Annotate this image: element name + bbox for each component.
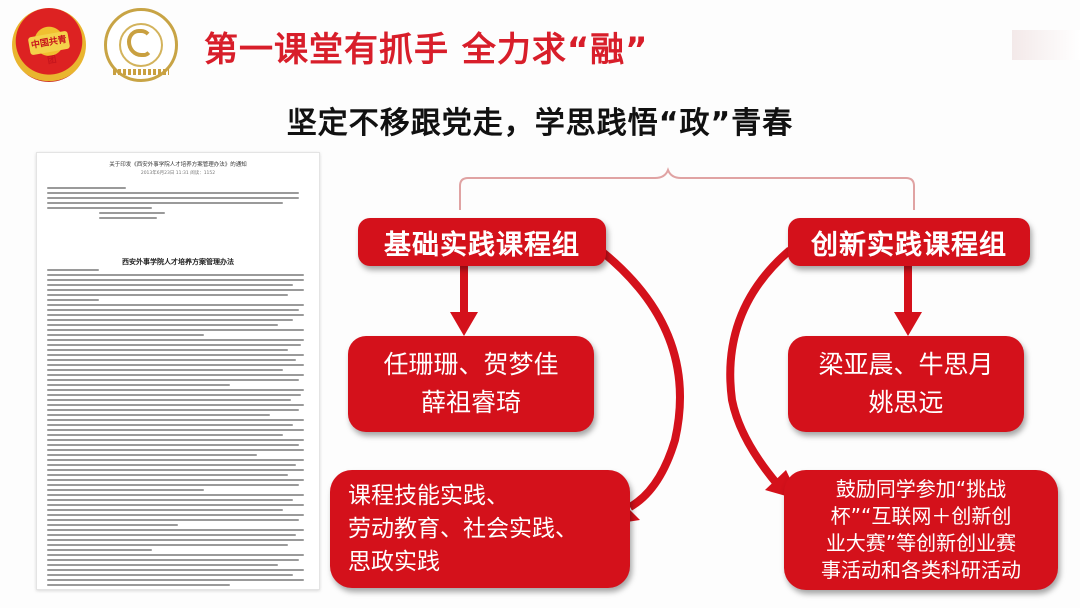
basic-activity-line: 课程技能实践、 (348, 483, 509, 509)
innovation-group-members-box: 梁亚晨、牛思月 姚思远 (788, 336, 1024, 432)
basic-activities-box: 课程技能实践、 劳动教育、社会实践、 思政实践 (330, 470, 630, 588)
innovation-practice-group-box: 创新实践课程组 (788, 218, 1030, 266)
document-heading: 关于印发《西安外事学院人才培养方案管理办法》的通知 (109, 162, 247, 168)
document-text-block (47, 187, 309, 222)
innovation-members-line2: 姚思远 (868, 388, 944, 417)
document-title: 西安外事学院人才培养方案管理办法 (122, 258, 234, 266)
innovation-activity-line: 业大赛”等创新创业赛 (825, 531, 1017, 555)
basic-practice-group-label: 基础实践课程组 (384, 229, 580, 261)
document-date-line: 2013年6月23日 11:31 阅读：1152 (140, 171, 216, 176)
innovation-activity-line: 杯”“互联网＋创新创 (830, 504, 1012, 528)
basic-members-line2: 薛祖睿琦 (420, 388, 521, 417)
basic-activity-line: 思政实践 (348, 549, 440, 575)
basic-activity-line: 劳动教育、社会实践、 (348, 516, 578, 542)
grouping-brace (459, 167, 915, 210)
innovation-activities-box: 鼓励同学参加“挑战 杯”“互联网＋创新创 业大赛”等创新创业赛 事活动和各类科研… (784, 470, 1058, 590)
university-seal-icon (104, 8, 178, 82)
innovation-members-line1: 梁亚晨、牛思月 (818, 350, 994, 379)
innovation-activity-line: 鼓励同学参加“挑战 (835, 477, 1007, 501)
left-down-arrow (460, 264, 468, 312)
slide-title: 第一课堂有抓手 全力求“融” (204, 30, 649, 70)
right-down-arrow (904, 264, 912, 312)
document-body-lines (47, 269, 309, 589)
basic-practice-group-box: 基础实践课程组 (358, 218, 606, 266)
policy-document-image: 关于印发《西安外事学院人才培养方案管理办法》的通知 2013年6月23日 11:… (36, 152, 320, 590)
innovation-practice-group-label: 创新实践课程组 (811, 229, 1007, 261)
slide-subtitle: 坚定不移跟党走，学思践悟“政”青春 (286, 106, 794, 141)
header-accent-bar (1012, 30, 1080, 60)
right-curved-arrow (726, 246, 793, 488)
left-curved-arrow (597, 246, 684, 511)
youth-league-emblem-icon: 中国共青团 (12, 8, 86, 82)
basic-group-members-box: 任珊珊、贺梦佳 薛祖睿琦 (348, 336, 594, 432)
basic-members-line1: 任珊珊、贺梦佳 (383, 350, 559, 379)
innovation-activity-line: 事活动和各类科研活动 (821, 558, 1021, 582)
